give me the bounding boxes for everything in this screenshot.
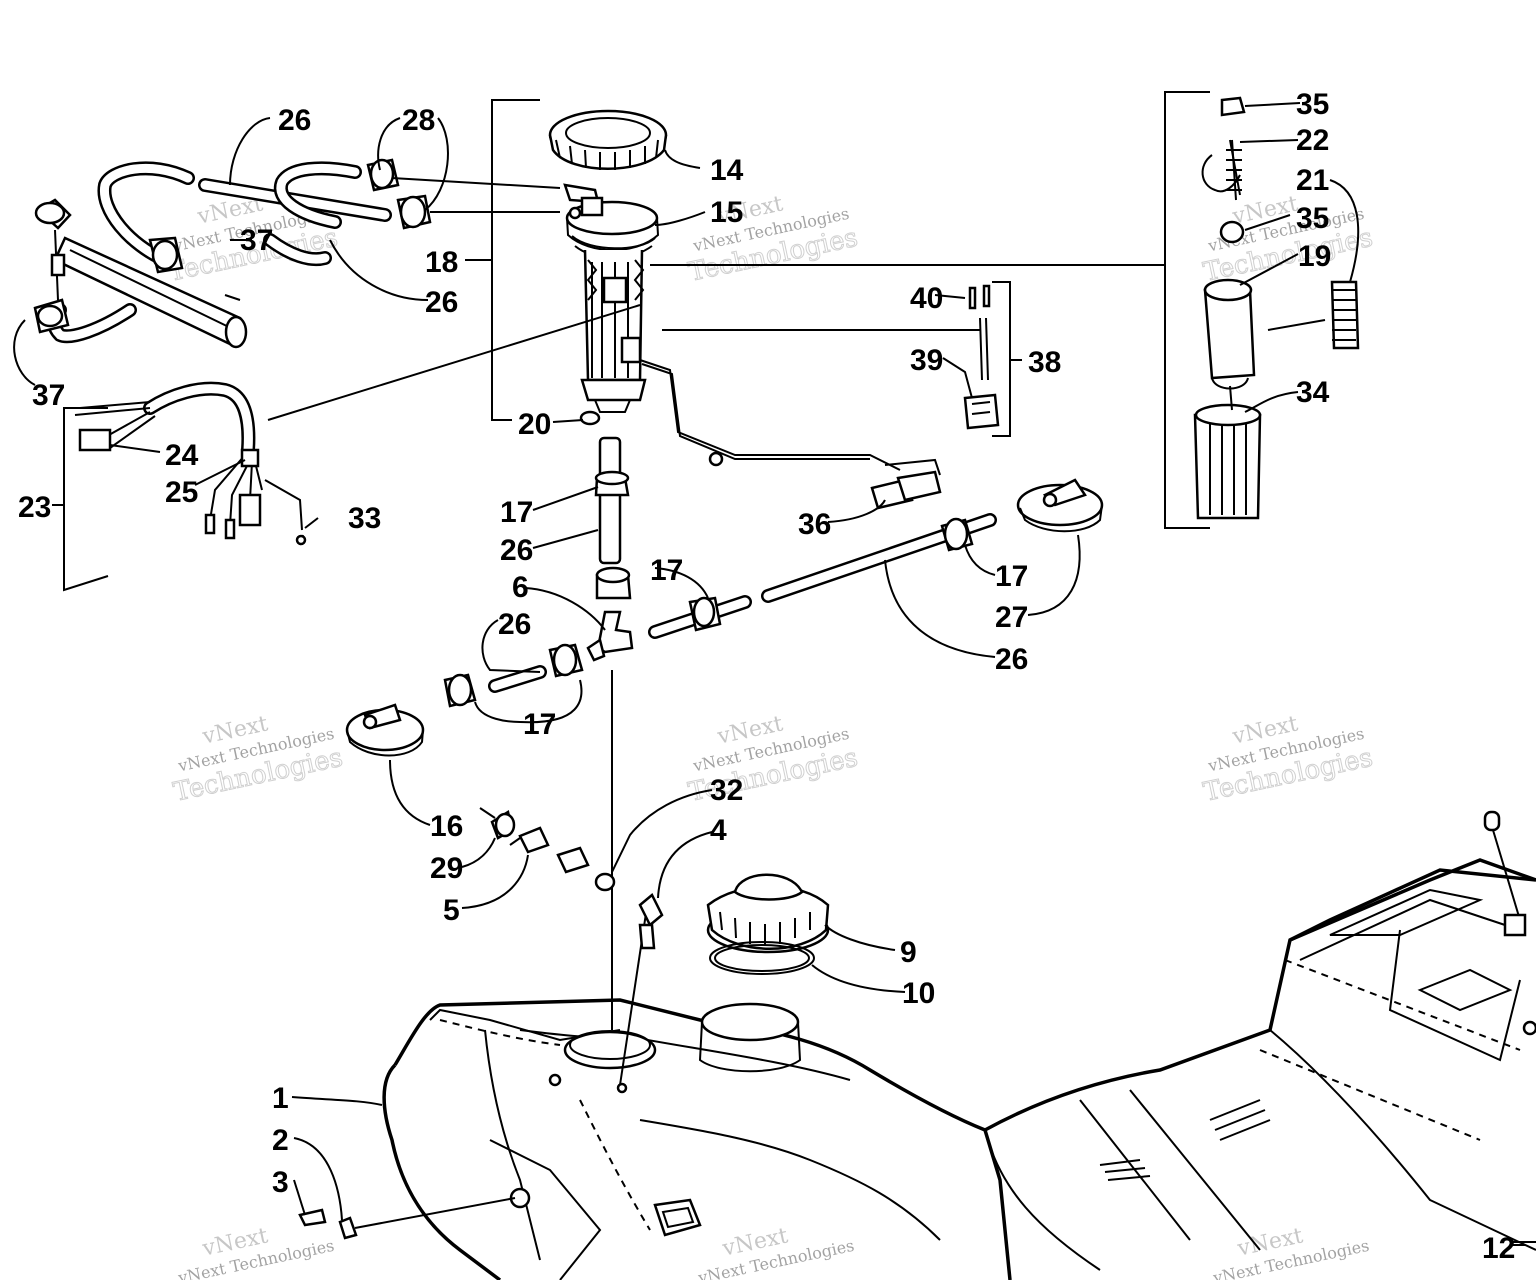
callout-24: 24: [165, 439, 199, 472]
callout-27: 27: [995, 601, 1028, 634]
bolt-hardware: [298, 1197, 516, 1240]
leader-lines: [13, 102, 1525, 1246]
callout-18: 18: [425, 246, 458, 279]
vent-hose-assembly: [33, 158, 432, 349]
callout-26-right: 26: [995, 643, 1028, 676]
callout-34: 34: [1296, 376, 1330, 409]
callout-23: 23: [18, 491, 51, 524]
bracket-38: [992, 281, 1022, 437]
callout-22: 22: [1296, 124, 1329, 157]
callout-5: 5: [443, 894, 460, 927]
callout-36: 36: [798, 508, 831, 541]
callout-35-lower: 35: [1296, 202, 1329, 235]
callout-21: 21: [1296, 164, 1329, 197]
callout-1: 1: [272, 1082, 289, 1115]
callout-29: 29: [430, 852, 463, 885]
callout-16: 16: [430, 810, 463, 843]
vehicle-body: [984, 810, 1536, 1271]
wire-harness: [74, 381, 307, 546]
vent-fittings: [479, 807, 664, 950]
callout-14: 14: [710, 154, 744, 187]
callout-labels: 1 2 3 4 5 6 9 10 12 14 15 16 17 17 17 17…: [18, 88, 1515, 1265]
callout-9: 9: [900, 936, 917, 969]
center-fuel-lines: [443, 436, 997, 708]
callout-20: 20: [518, 408, 551, 441]
pump-wire-lead: [639, 359, 942, 510]
fuel-tank: [382, 998, 1012, 1280]
watermarks: vNext vNext Technologies Technologies vN…: [165, 191, 1376, 1280]
callout-15: 15: [710, 196, 743, 229]
bracket-18: [465, 99, 540, 421]
pump-internals: [1193, 96, 1360, 520]
fuel-sender-kit: [963, 284, 1000, 430]
callout-26-left: 26: [425, 286, 458, 319]
callout-26-center: 26: [500, 534, 533, 567]
leader-line: [267, 304, 641, 421]
bracket-23: [52, 407, 109, 592]
callout-33: 33: [348, 502, 381, 535]
fuel-pickup-16: [345, 703, 425, 757]
callout-2: 2: [272, 1124, 289, 1157]
callout-17-left: 17: [523, 708, 556, 741]
watermark: vNext vNext Technologies: [695, 1223, 855, 1280]
callout-28: 28: [402, 104, 435, 137]
fuel-pump-assembly: [548, 109, 668, 426]
callout-25: 25: [165, 476, 198, 509]
watermark: vNext vNext Technologies Technologies: [1200, 711, 1376, 808]
callout-39: 39: [910, 344, 943, 377]
fuel-cap: [706, 873, 830, 975]
callout-26-top: 26: [278, 104, 311, 137]
callout-10: 10: [902, 977, 935, 1010]
callout-3: 3: [272, 1166, 289, 1199]
callout-35-top: 35: [1296, 88, 1329, 121]
fuel-pickup-27: [1016, 478, 1104, 533]
watermark: vNext vNext Technologies Technologies: [170, 711, 346, 808]
watermark: vNext vNext Technologies Technologies: [685, 191, 861, 288]
callout-4: 4: [710, 814, 727, 847]
callout-26-side: 26: [498, 608, 531, 641]
bracket-pump-kit: [1164, 91, 1210, 529]
callout-32: 32: [710, 774, 743, 807]
callout-6: 6: [512, 571, 529, 604]
callout-37-upper: 37: [240, 224, 273, 257]
callout-17-right: 17: [995, 560, 1028, 593]
callout-12: 12: [1482, 1232, 1515, 1265]
callout-17-middle: 17: [650, 554, 683, 587]
watermark: vNext vNext Technologies: [1210, 1223, 1370, 1280]
callout-17-upper: 17: [500, 496, 533, 529]
callout-38: 38: [1028, 346, 1061, 379]
callout-40: 40: [910, 282, 943, 315]
callout-19: 19: [1298, 240, 1331, 273]
callout-37-lower: 37: [32, 379, 65, 412]
